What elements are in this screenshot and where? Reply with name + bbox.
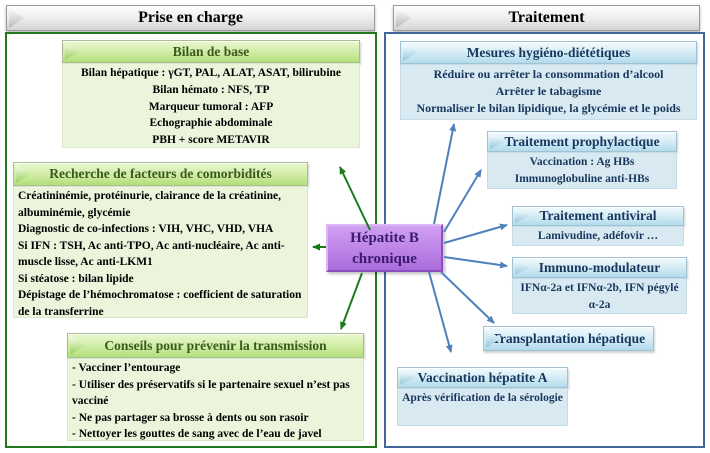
section-title-prise-en-charge: Prise en charge — [6, 5, 375, 31]
box-header-label: Bilan de base — [172, 44, 250, 59]
box-body-recherche-comorbidites: Créatininémie, protéinurie, clairance de… — [13, 186, 308, 318]
box-line: Vaccination : Ag HBs — [529, 156, 635, 168]
box-line: - Vacciner l’entourage — [72, 362, 181, 374]
box-header-label: Traitement prophylactique — [504, 134, 660, 149]
box-line: Lamivudine, adéfovir … — [537, 230, 659, 242]
box-body-bilan-de-base: Bilan hépatique : γGT, PAL, ALAT, ASAT, … — [62, 63, 360, 148]
box-line: IFNα-2a et IFNα-2b, IFN pégylé α-2a — [520, 282, 679, 311]
box-body-traitement-antiviral: Lamivudine, adéfovir … — [512, 226, 684, 246]
chevron-bevel-icon — [65, 43, 80, 60]
section-title-label: Traitement — [508, 9, 585, 26]
box-line: Si IFN : TSH, Ac anti-TPO, Ac anti-nuclé… — [18, 239, 285, 269]
chevron-bevel-icon — [9, 8, 24, 28]
box-line: Immunoglobuline anti-HBs — [514, 173, 650, 185]
box-line: Créatininémie, protéinurie, clairance de… — [18, 190, 281, 219]
box-body-immuno-modulateur: IFNα-2a et IFNα-2b, IFN pégylé α-2a — [512, 278, 687, 314]
box-header-bilan-de-base: Bilan de base — [62, 40, 360, 63]
box-line: Echographie abdominale — [149, 117, 273, 130]
box-header-immuno-modulateur: Immuno-modulateur — [512, 257, 687, 278]
box-line: - Nettoyer les gouttes de sang avec de l… — [72, 428, 322, 440]
box-header-traitement-antiviral: Traitement antiviral — [512, 206, 684, 226]
chevron-bevel-icon — [515, 260, 530, 275]
box-line: Marqueur tumoral : AFP — [148, 100, 274, 113]
chevron-bevel-icon — [515, 209, 530, 223]
box-line: Dépistage de l’hémochromatose : coeffici… — [18, 289, 302, 318]
box-body-mesures-hygieno-dietetiques: Réduire ou arrêter la consommation d’alc… — [400, 64, 697, 120]
section-title-traitement: Traitement — [393, 5, 700, 31]
box-line: Bilan hépatique : γGT, PAL, ALAT, ASAT, … — [80, 67, 342, 79]
chevron-bevel-icon — [16, 165, 31, 183]
box-line: Diagnostic de co-infections : VIH, VHC, … — [18, 223, 274, 235]
box-header-mesures-hygieno-dietetiques: Mesures hygiéno-diététiques — [400, 41, 697, 64]
box-header-recherche-comorbidites: Recherche de facteurs de comorbidités — [13, 162, 308, 186]
section-title-label: Prise en charge — [138, 9, 243, 26]
box-line: Bilan hémato : NFS, TP — [152, 83, 270, 96]
chevron-bevel-icon — [70, 336, 85, 355]
box-line: Normaliser le bilan lipidique, la glycém… — [416, 101, 681, 115]
central-node-hepatite-b-chronique: Hépatite B chronique — [326, 224, 443, 272]
box-header-label: Recherche de facteurs de comorbidités — [49, 166, 272, 181]
box-header-label: Mesures hygiéno-diététiques — [466, 45, 631, 60]
box-line: Réduire ou arrêter la consommation d’alc… — [433, 67, 664, 81]
box-body-traitement-prophylactique: Vaccination : Ag HBs Immunoglobuline ant… — [487, 152, 677, 189]
box-line: PBH + score METAVIR — [152, 134, 270, 147]
box-header-label: Vaccination hépatite A — [417, 370, 548, 385]
box-header-label: Conseils pour prévenir la transmission — [104, 338, 327, 353]
box-header-vaccination-hepatite-a: Vaccination hépatite A — [397, 367, 568, 388]
box-header-label: Immuno-modulateur — [538, 260, 661, 275]
box-header-conseils-transmission: Conseils pour prévenir la transmission — [67, 333, 364, 358]
box-header-label: Traitement antiviral — [539, 208, 657, 223]
box-body-vaccination-hepatite-a: Après vérification de la sérologie — [397, 388, 568, 426]
central-node-label: Hépatite B chronique — [350, 230, 419, 267]
box-line: Après vérification de la sérologie — [402, 392, 563, 404]
box-header-traitement-prophylactique: Traitement prophylactique — [487, 131, 677, 152]
box-line: - Utiliser des préservatifs si le parten… — [72, 378, 350, 408]
chevron-bevel-icon — [403, 44, 418, 61]
box-line: Si stéatose : bilan lipide — [18, 272, 134, 285]
box-header-transplantation-hepatique: Transplantation hépatique — [483, 326, 654, 351]
box-line: - Ne pas partager sa brosse à dents ou s… — [72, 411, 309, 424]
chevron-bevel-icon — [490, 134, 505, 149]
chevron-bevel-icon — [396, 8, 411, 28]
box-body-conseils-transmission: - Vacciner l’entourage - Utiliser des pr… — [67, 358, 364, 441]
chevron-bevel-icon — [400, 370, 415, 385]
box-header-label: Transplantation hépatique — [491, 331, 646, 346]
box-line: Arrêter le tabagisme — [495, 84, 602, 98]
